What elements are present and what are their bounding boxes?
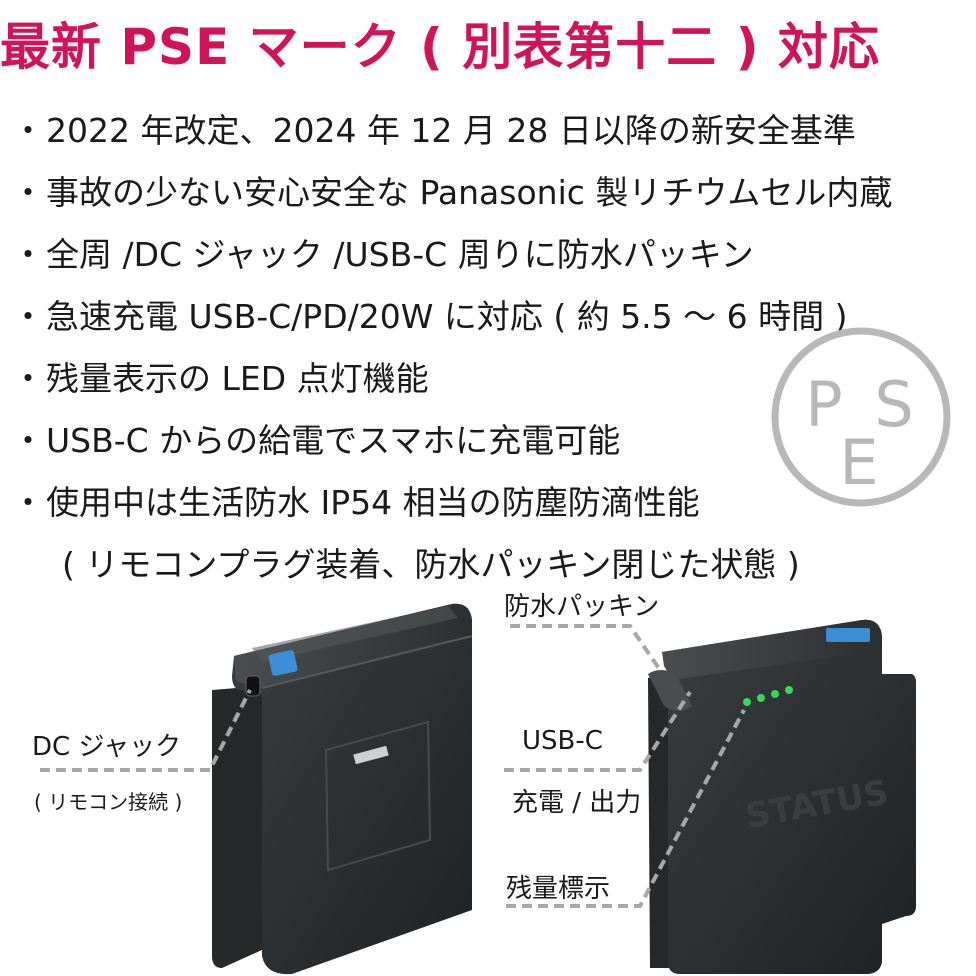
label-waterproof: 防水パッキン	[504, 592, 660, 622]
battery-left-tag	[353, 745, 389, 765]
list-item-text: 全周 /DC ジャック /USB-C 周りに防水パッキン	[46, 235, 754, 274]
page-title: 最新 PSE マーク ( 別表第十二 ) 対応	[0, 18, 880, 76]
list-item: ・USB-C からの給電でスマホに充電可能	[10, 410, 970, 472]
led-4	[785, 686, 793, 694]
bullet-dot: ・	[11, 173, 45, 212]
label-battery-level: 残量標示	[506, 874, 611, 904]
callout-waterproof	[510, 624, 662, 672]
bullet-dot: ・	[11, 235, 45, 274]
waterproof-cap	[648, 670, 692, 711]
bullet-dot: ・	[11, 297, 45, 336]
callout-usbc	[504, 690, 692, 772]
list-item: ・使用中は生活防水 IP54 相当の防塵防滴性能	[10, 472, 970, 534]
battery-right-sticker	[826, 628, 870, 642]
label-remote: ( リモコン接続 )	[34, 790, 183, 814]
battery-right-body	[662, 619, 916, 974]
battery-photo: STATUS	[40, 603, 916, 975]
battery-left-body	[232, 603, 472, 975]
list-item-text: USB-C からの給電でスマホに充電可能	[46, 421, 621, 460]
bullet-dot: ・	[11, 421, 45, 460]
label-dc-jack: DC ジャック	[32, 732, 182, 762]
bullet-dot: ・	[11, 359, 45, 398]
list-item: ・急速充電 USB-C/PD/20W に対応 ( 約 5.5 ～ 6 時間 )	[10, 286, 970, 348]
list-item: ・2022 年改定、2024 年 12 月 28 日以降の新安全基準	[10, 100, 970, 162]
battery-left-edge	[261, 635, 473, 689]
list-item-note: ( リモコンプラグ装着、防水パッキン閉じた状態 )	[10, 534, 970, 596]
list-item-text: ( リモコンプラグ装着、防水パッキン閉じた状態 )	[62, 545, 800, 584]
battery-left	[212, 603, 473, 975]
callout-dc-jack	[40, 689, 252, 772]
pse-letter-e: E	[839, 426, 878, 499]
pse-circle	[771, 327, 951, 507]
bullet-dot: ・	[11, 111, 45, 150]
pse-letter-s: S	[874, 368, 913, 441]
feature-list: ・2022 年改定、2024 年 12 月 28 日以降の新安全基準 ・事故の少…	[10, 100, 970, 596]
callout-lines	[40, 624, 746, 908]
list-item: ・全周 /DC ジャック /USB-C 周りに防水パッキン	[10, 224, 970, 286]
dc-jack-port	[245, 675, 261, 697]
led-1	[743, 698, 751, 706]
pse-letter-p: P	[805, 368, 842, 441]
list-item: ・事故の少ない安心安全な Panasonic 製リチウムセル内蔵	[10, 162, 970, 224]
battery-left-flange	[212, 686, 262, 968]
label-usbc: USB-C	[522, 726, 603, 756]
list-item-text: 使用中は生活防水 IP54 相当の防塵防滴性能	[46, 483, 700, 522]
battery-left-label	[252, 606, 458, 662]
callout-battery-level	[506, 709, 746, 908]
list-item: ・残量表示の LED 点灯機能	[10, 348, 970, 410]
list-item-text: 残量表示の LED 点灯機能	[46, 359, 429, 398]
list-item-text: 事故の少ない安心安全な Panasonic 製リチウムセル内蔵	[46, 173, 893, 212]
battery-left-panel	[324, 720, 432, 872]
battery-right: STATUS	[648, 619, 916, 974]
led-3	[771, 690, 779, 698]
list-item-text: 急速充電 USB-C/PD/20W に対応 ( 約 5.5 ～ 6 時間 )	[46, 297, 848, 336]
label-charge: 充電 / 出力	[512, 788, 642, 818]
bullet-dot: ・	[11, 483, 45, 522]
led-2	[757, 694, 765, 702]
battery-left-sticker	[268, 650, 298, 676]
pse-mark-icon: P S E	[771, 327, 951, 507]
list-item-text: 2022 年改定、2024 年 12 月 28 日以降の新安全基準	[46, 111, 856, 150]
